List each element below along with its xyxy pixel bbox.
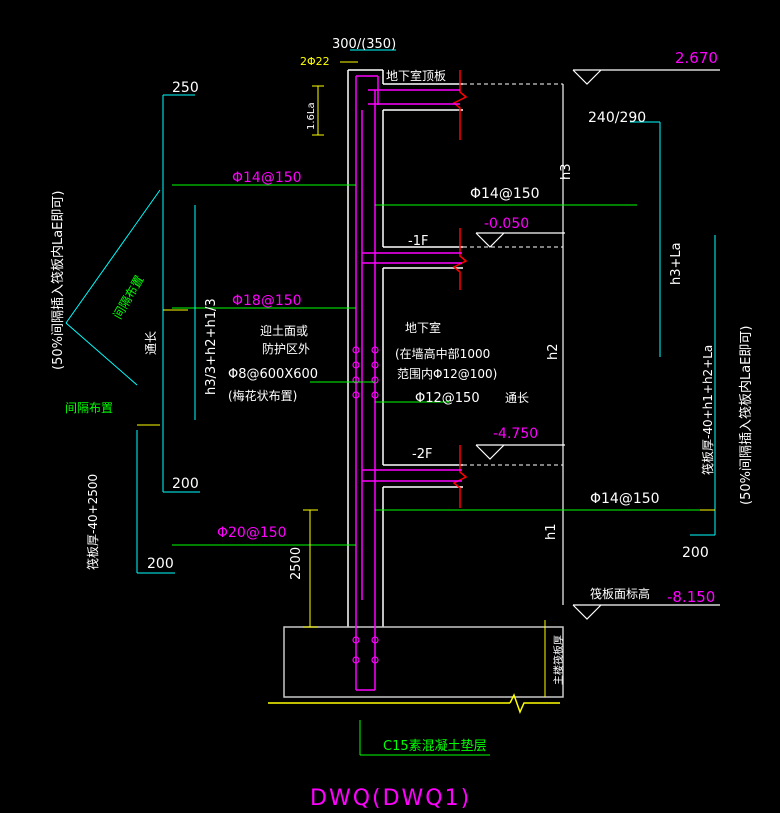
inner-note-3: 范围内Φ12@100)	[397, 367, 497, 381]
h2-label: h2	[546, 343, 561, 360]
left-dim-bottom: 200	[147, 556, 174, 572]
dim-2500: 2500	[289, 547, 304, 580]
yellow-dimension-lines	[137, 61, 715, 697]
roof-slab-label: 地下室顶板	[386, 68, 446, 83]
cushion-label: C15素混凝土垫层	[383, 738, 487, 754]
elevation-marks	[475, 69, 720, 620]
inner-note-1: 地下室	[405, 320, 441, 335]
anchorage-right: (50%间隔插入筏板内LaE即可)	[738, 326, 754, 505]
anchorage-left: (50%间隔插入筏板内LaE即可)	[50, 191, 66, 370]
face-note-3: Φ8@600X600	[228, 367, 318, 382]
continuous-left: 通长	[144, 331, 158, 355]
rebar-dots	[352, 346, 379, 664]
inner-note-4: Φ12@150	[415, 391, 480, 406]
interval-upper: 间隔布置	[110, 273, 146, 322]
inner-note-5: 通长	[505, 391, 529, 405]
elevation-b1: -0.050	[484, 216, 529, 232]
inner-note-2: (在墙高中部1000	[395, 346, 490, 361]
labels: 300/(350) 2Φ22 地下室顶板 1.6La 2.670 240/290…	[50, 37, 754, 811]
rebar-lines	[355, 75, 462, 691]
interval-lower: 间隔布置	[65, 401, 113, 415]
elevation-top: 2.670	[675, 49, 718, 67]
left-rebar-bottom: Φ20@150	[217, 525, 287, 541]
right-rebar-upper: Φ14@150	[470, 186, 540, 202]
right-dim-bottom: 200	[682, 545, 709, 561]
right-vertical-lower: 筏板厚-40+h1+h2+La	[701, 345, 715, 475]
left-vertical-bottom: 筏板厚-40+2500	[86, 474, 100, 570]
right-vertical-upper: h3+La	[669, 242, 684, 285]
raft-label: 筏板面标高	[590, 586, 650, 601]
floor-b2: -2F	[412, 447, 432, 462]
face-note-1: 迎土面或	[260, 324, 308, 338]
left-dim-top: 250	[172, 80, 199, 96]
raft-thickness-label: 主楼筏板厚	[552, 635, 565, 685]
top-bar-label: 2Φ22	[300, 55, 330, 68]
leader-lines	[172, 184, 705, 756]
h1-label: h1	[544, 523, 559, 540]
slab-dim-label: 1.6La	[306, 102, 317, 130]
dimension-lines	[65, 49, 716, 574]
right-rebar-lower: Φ14@150	[590, 491, 660, 507]
drawing-title: DWQ(DWQ1)	[310, 786, 471, 811]
face-note-4: (梅花状布置)	[228, 388, 297, 403]
wall-width-label: 300/(350)	[332, 37, 396, 52]
elevation-raft: -8.150	[667, 588, 715, 606]
left-vertical-middle: h3/3+h2+h1/3	[204, 298, 219, 395]
structure-lines	[268, 69, 564, 715]
elevation-b2: -4.750	[493, 426, 538, 442]
h3-label: h3	[559, 163, 574, 180]
break-marks	[452, 70, 468, 508]
left-rebar-middle: Φ18@150	[232, 293, 302, 309]
left-rebar-upper: Φ14@150	[232, 170, 302, 186]
floor-b1: -1F	[408, 234, 428, 249]
face-note-2: 防护区外	[262, 341, 310, 356]
right-width-label: 240/290	[588, 110, 646, 126]
left-dim-middle: 200	[172, 476, 199, 492]
